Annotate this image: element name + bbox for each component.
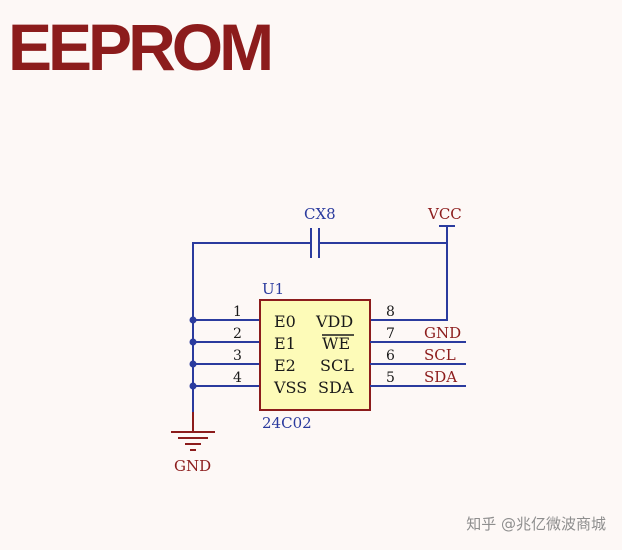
junction-dot bbox=[189, 316, 197, 324]
pin4-name: VSS bbox=[273, 378, 307, 397]
watermark: 知乎 @兆亿微波商城 bbox=[466, 515, 606, 533]
pin8-name: VDD bbox=[315, 312, 353, 331]
pin2-number: 2 bbox=[233, 326, 242, 342]
net-label-gnd: GND bbox=[424, 324, 461, 342]
page-title: EEPROM bbox=[8, 10, 274, 84]
pin7-name: WE bbox=[322, 334, 350, 353]
vcc-label: VCC bbox=[427, 205, 462, 223]
junction-dot bbox=[189, 382, 197, 390]
pin1-name: E0 bbox=[274, 312, 296, 331]
pin8-number: 8 bbox=[386, 304, 395, 320]
chip-body bbox=[259, 299, 371, 411]
chip-ref-label: U1 bbox=[262, 280, 284, 298]
junction-dot bbox=[189, 338, 197, 346]
pin6-name: SCL bbox=[320, 356, 354, 375]
pin2-name: E1 bbox=[274, 334, 296, 353]
pin3-name: E2 bbox=[274, 356, 296, 375]
pin4-number: 4 bbox=[233, 370, 242, 386]
vcc-rail-wire bbox=[319, 242, 448, 321]
net-label-scl: SCL bbox=[424, 346, 456, 364]
net-label-sda: SDA bbox=[424, 368, 457, 386]
capacitor-label: CX8 bbox=[304, 205, 336, 223]
pin7-number: 7 bbox=[386, 326, 395, 342]
pin5-name: SDA bbox=[318, 378, 354, 397]
pin5-number: 5 bbox=[386, 370, 395, 386]
capacitor-left-wire bbox=[192, 242, 311, 412]
junction-dot bbox=[189, 360, 197, 368]
pin3-number: 3 bbox=[233, 348, 242, 364]
pin6-number: 6 bbox=[386, 348, 395, 364]
chip-part-label: 24C02 bbox=[262, 414, 312, 432]
pin1-number: 1 bbox=[233, 304, 242, 320]
ground-label: GND bbox=[174, 457, 211, 475]
